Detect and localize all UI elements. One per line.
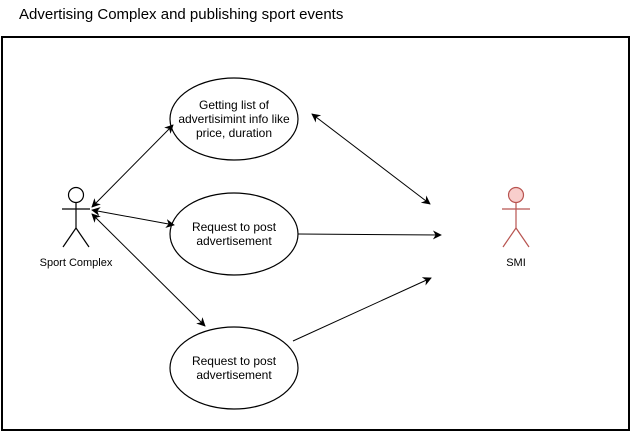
association-sport-complex-uc1 bbox=[91, 124, 174, 208]
actor-sport-complex-figure[interactable] bbox=[62, 186, 90, 248]
association-uc3-smi bbox=[292, 277, 432, 342]
association-uc1-smi bbox=[311, 113, 431, 205]
association-uc2-smi bbox=[297, 230, 442, 240]
association-sport-complex-uc2 bbox=[91, 207, 175, 228]
diagram-title: Advertising Complex and publishing sport… bbox=[19, 6, 344, 23]
use-case-uc2-label: Request to post advertisement bbox=[191, 220, 277, 248]
actor-smi-figure[interactable] bbox=[502, 186, 530, 248]
system-boundary bbox=[1, 36, 630, 431]
use-case-uc1-ellipse[interactable] bbox=[169, 77, 299, 161]
actor-sport-complex-label: Sport Complex bbox=[39, 257, 113, 269]
use-case-uc3-ellipse[interactable] bbox=[169, 326, 299, 410]
actor-smi-label: SMI bbox=[506, 257, 526, 269]
use-case-uc1-label: Getting list of advertisimint info like … bbox=[178, 98, 290, 140]
association-sport-complex-uc3 bbox=[91, 213, 206, 327]
use-case-uc3-label: Request to post advertisement bbox=[191, 354, 277, 382]
